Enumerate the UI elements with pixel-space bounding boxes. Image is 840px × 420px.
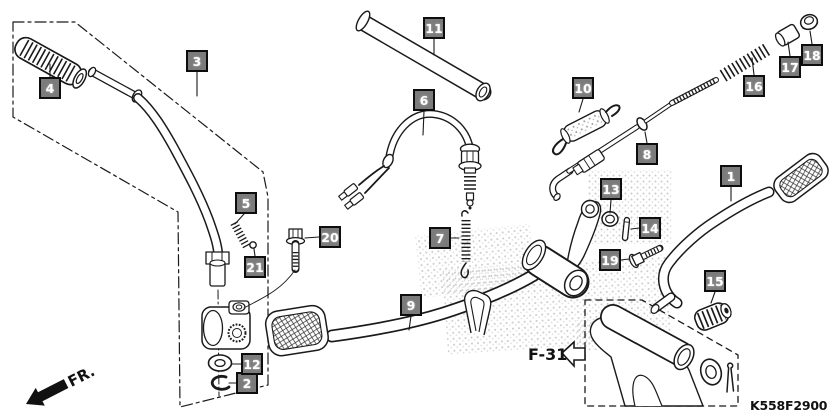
callout-part-12[interactable]: 12 bbox=[241, 353, 263, 375]
front-direction-label: FR. bbox=[65, 362, 98, 391]
callout-part-20[interactable]: 20 bbox=[319, 226, 341, 248]
callout-part-14[interactable]: 14 bbox=[639, 217, 661, 239]
callout-part-16[interactable]: 16 bbox=[743, 75, 765, 97]
frame-reference-arrow bbox=[560, 340, 586, 369]
callout-part-2[interactable]: 2 bbox=[236, 372, 258, 394]
circlip-drawing bbox=[210, 374, 231, 391]
callout-part-17[interactable]: 17 bbox=[779, 56, 801, 78]
detent-ball-drawing bbox=[249, 241, 257, 249]
return-spring-drawing bbox=[552, 104, 621, 156]
callout-part-15[interactable]: 15 bbox=[704, 270, 726, 292]
frame-reference-label: F-31 bbox=[528, 345, 567, 364]
callout-part-4[interactable]: 4 bbox=[39, 77, 61, 99]
cable-spring-drawing bbox=[719, 42, 773, 82]
callout-part-13[interactable]: 13 bbox=[600, 178, 622, 200]
leader-lines bbox=[49, 30, 813, 384]
callout-part-10[interactable]: 10 bbox=[572, 77, 594, 99]
switch-spring-drawing bbox=[460, 210, 471, 279]
callout-part-8[interactable]: 8 bbox=[636, 143, 658, 165]
kick-pedal-drawing bbox=[650, 152, 829, 314]
cable-joint-drawing bbox=[774, 23, 801, 47]
lever-clamp-drawing bbox=[201, 300, 251, 350]
diagram-code: K558F2900 bbox=[750, 398, 828, 413]
callout-part-5[interactable]: 5 bbox=[235, 192, 257, 214]
callout-part-18[interactable]: 18 bbox=[801, 44, 823, 66]
frame-bracket-drawing bbox=[589, 304, 735, 407]
assembly-boundary-dashed bbox=[12, 21, 269, 408]
kick-lever-drawing bbox=[87, 66, 230, 287]
frame-reference-dashed-box bbox=[584, 299, 739, 407]
brake-pedal-drawing bbox=[264, 199, 602, 357]
pedal-pipe-drawing bbox=[355, 10, 492, 102]
lever-grip-drawing bbox=[14, 36, 88, 89]
joint-pin-drawing bbox=[621, 216, 631, 242]
callout-part-19[interactable]: 19 bbox=[599, 249, 621, 271]
brake-cable-drawing bbox=[549, 77, 719, 201]
callout-part-7[interactable]: 7 bbox=[429, 227, 451, 249]
cable-cap-drawing bbox=[799, 13, 819, 31]
brake-switch-drawing bbox=[338, 109, 482, 210]
front-arrow-icon bbox=[26, 379, 69, 406]
pedal-rubber-drawing bbox=[694, 302, 732, 331]
washer-drawing bbox=[207, 354, 233, 372]
callout-part-3[interactable]: 3 bbox=[186, 50, 208, 72]
callout-part-1[interactable]: 1 bbox=[720, 165, 742, 187]
callout-part-6[interactable]: 6 bbox=[413, 89, 435, 111]
clamp-bolt-drawing bbox=[243, 228, 306, 309]
front-direction-marker: FR. bbox=[26, 362, 98, 406]
callout-part-21[interactable]: 21 bbox=[244, 256, 266, 278]
pedal-bolt-drawing bbox=[628, 244, 664, 269]
callout-part-11[interactable]: 11 bbox=[423, 17, 445, 39]
callout-part-9[interactable]: 9 bbox=[400, 294, 422, 316]
detent-spring-drawing bbox=[230, 221, 251, 249]
joint-nut-drawing bbox=[601, 211, 619, 227]
cotter-pin bbox=[726, 362, 735, 393]
